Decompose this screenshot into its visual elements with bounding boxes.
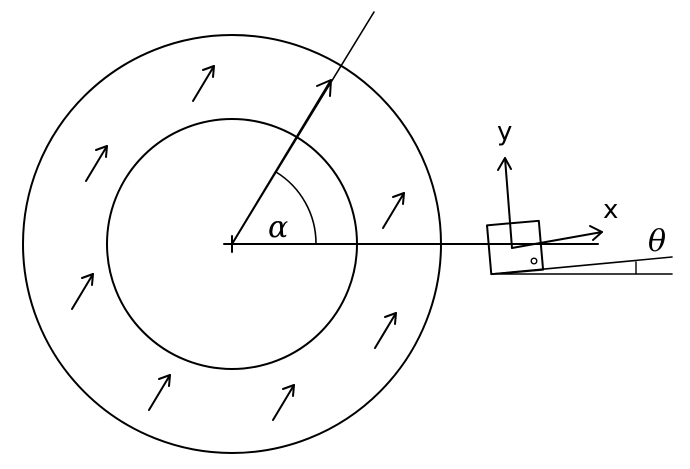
alpha-label: α (268, 210, 288, 245)
ring-arrow-icon (272, 384, 295, 421)
x-axis-arrow-icon (511, 225, 603, 249)
ring-arrow-icon (192, 65, 215, 102)
ring-arrow-icon (374, 312, 397, 349)
theta-label: θ (648, 224, 666, 259)
block-center-dot (530, 257, 538, 265)
ring-arrow-icon (85, 145, 108, 182)
ring-arrow-icon (148, 374, 171, 411)
block (486, 219, 545, 276)
ring-arrow-icon (71, 273, 94, 310)
ring-arrow-icon (382, 192, 405, 229)
x-axis-label: x (603, 195, 618, 225)
alpha-arc (275, 171, 317, 245)
ring-arrows (71, 65, 405, 421)
y-axis-label: y (497, 117, 512, 147)
y-axis-arrow-icon (497, 157, 513, 249)
radial-arrow-icon (231, 79, 332, 245)
